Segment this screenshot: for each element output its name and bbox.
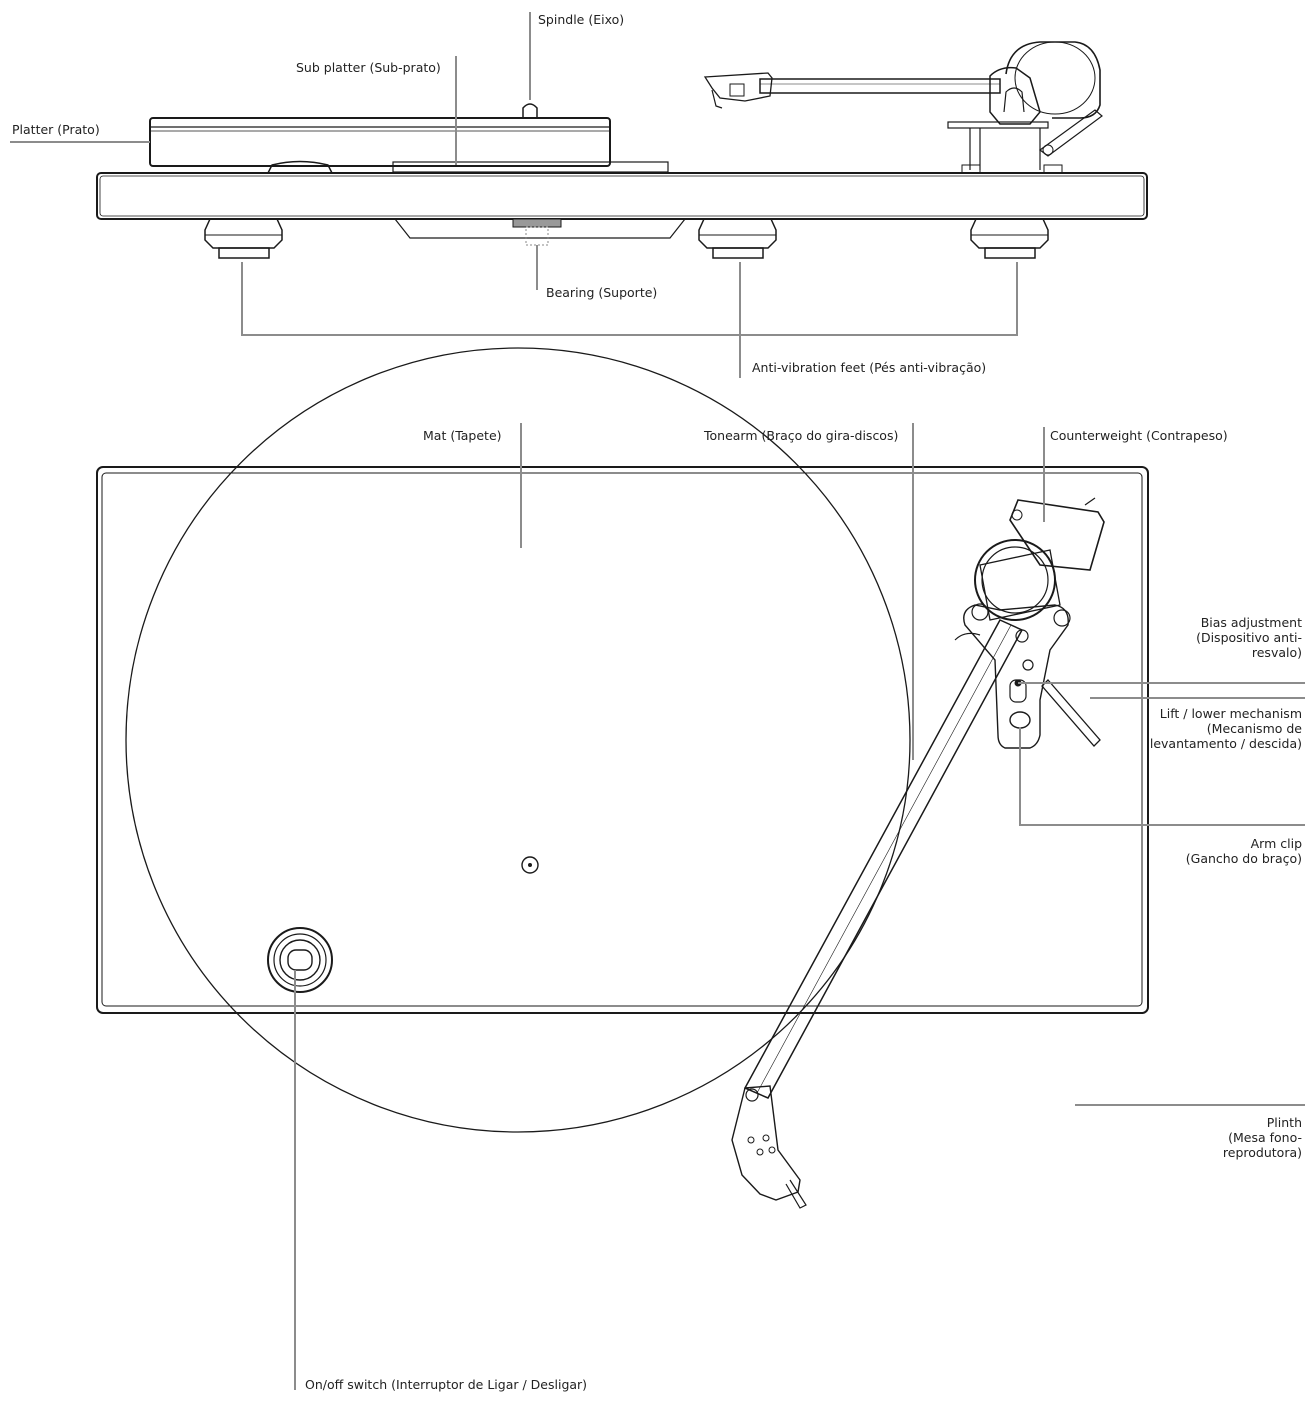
side-foot-2 [698, 218, 777, 259]
label-on-off-switch: On/off switch (Interruptor de Ligar / De… [305, 1377, 588, 1392]
top-mat [125, 347, 911, 1133]
label-sub-platter: Sub platter (Sub-prato) [296, 60, 441, 75]
top-view [96, 347, 1149, 1209]
top-tonearm [731, 497, 1105, 1209]
label-lift-lower: Lift / lower mechanism (Mecanismo de lev… [1149, 706, 1302, 751]
side-tonearm [703, 41, 1103, 174]
side-bearing-housing [394, 218, 686, 239]
label-bias-adjustment: Bias adjustment (Dispositivo anti- resva… [1196, 615, 1302, 660]
side-sub-platter [392, 161, 669, 173]
side-spindle [522, 103, 538, 118]
top-plinth [96, 466, 1149, 1014]
side-plinth [96, 172, 1148, 220]
side-foot-1 [204, 218, 283, 259]
label-arm-clip: Arm clip (Gancho do braço) [1185, 836, 1302, 866]
label-counterweight: Counterweight (Contrapeso) [1050, 428, 1228, 443]
top-switch [267, 927, 333, 993]
label-spindle: Spindle (Eixo) [538, 12, 625, 27]
label-mat: Mat (Tapete) [423, 428, 502, 443]
label-bearing: Bearing (Suporte) [546, 285, 658, 300]
label-tonearm: Tonearm (Braço do gira-discos) [704, 428, 899, 443]
label-plinth: Plinth (Mesa fono- reprodutora) [1222, 1115, 1302, 1160]
side-view [96, 41, 1148, 259]
label-anti-vibration-feet: Anti-vibration feet (Pés anti-vibração) [752, 360, 987, 375]
leader-lines [10, 12, 1305, 1390]
label-platter: Platter (Prato) [12, 122, 100, 137]
side-bearing [512, 218, 562, 228]
top-spindle [521, 856, 539, 874]
side-foot-3 [970, 218, 1049, 259]
side-platter [149, 117, 611, 167]
